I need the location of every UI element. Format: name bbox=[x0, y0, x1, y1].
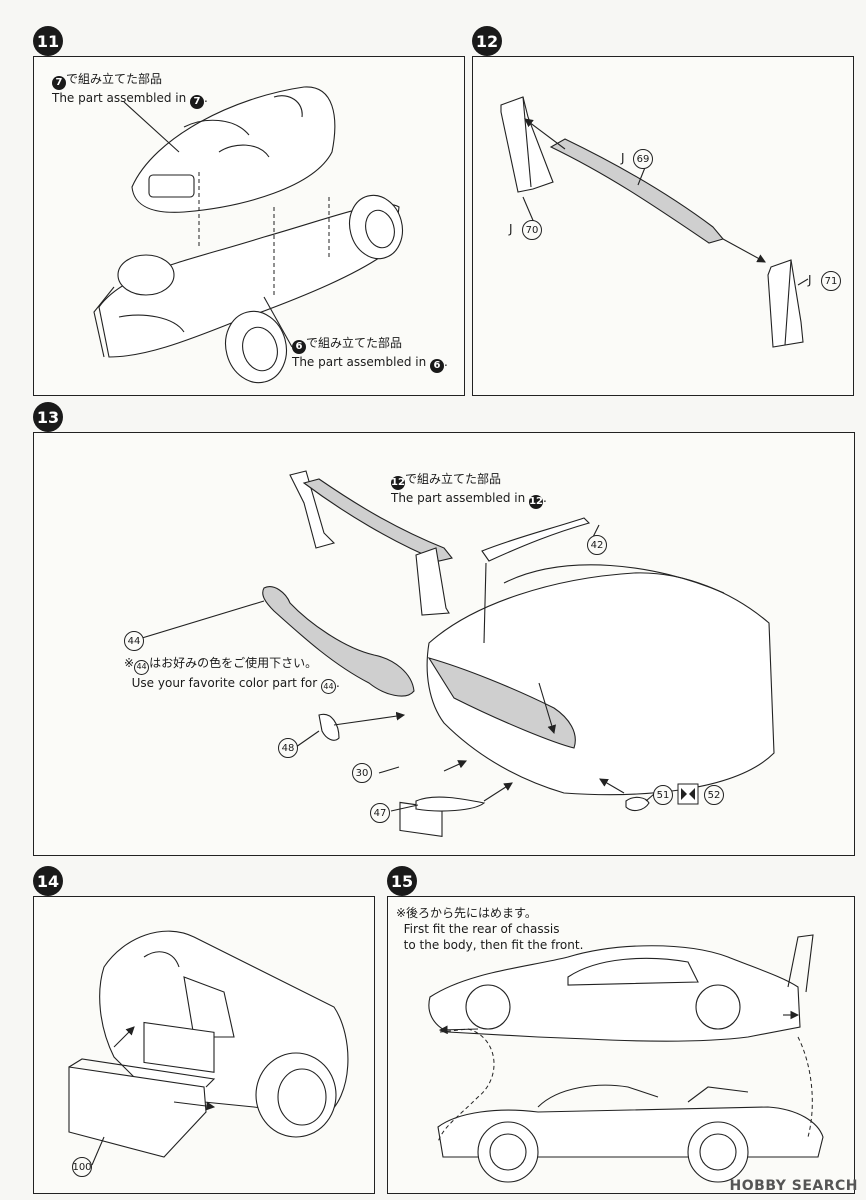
step-15-panel: ※後ろから先にはめます。 First fit the rear of chass… bbox=[387, 896, 855, 1194]
part-prefix: J bbox=[808, 273, 812, 287]
part-prefix: J bbox=[509, 222, 513, 236]
step-14-badge: 14 bbox=[33, 866, 63, 896]
step-13-badge: 13 bbox=[33, 402, 63, 432]
mirror-pair-icon bbox=[677, 783, 699, 805]
watermark: HOBBY SEARCH bbox=[729, 1178, 858, 1194]
step-ref-badge: 12 bbox=[529, 495, 544, 509]
step-14-diagram bbox=[68, 930, 349, 1166]
note-mark: ※ bbox=[124, 656, 135, 670]
part-100-number: 100 bbox=[72, 1157, 92, 1177]
step-15-diagram bbox=[428, 934, 824, 1183]
part-70-number: 70 bbox=[522, 220, 542, 240]
note-jp: ※後ろから先にはめます。 bbox=[396, 906, 537, 920]
note-jp: はお好みの色をご使用下さい。 bbox=[149, 656, 318, 670]
step-12-panel: J 69 J 70 J 71 bbox=[472, 56, 854, 396]
part-71-number: 71 bbox=[821, 271, 841, 291]
note-jp: で組み立てた部品 bbox=[306, 336, 403, 350]
note-en-line-1: First fit the rear of chassis bbox=[403, 922, 560, 936]
step-11-badge: 11 bbox=[33, 26, 63, 56]
part-47-number: 47 bbox=[370, 803, 390, 823]
part-prefix: J bbox=[621, 151, 625, 165]
step-13-note-top: 12で組み立てた部品 The part assembled in 12. bbox=[391, 472, 547, 509]
part-69-number: 69 bbox=[633, 149, 653, 169]
part-30-number: 30 bbox=[352, 763, 372, 783]
part-44-number: 44 bbox=[124, 631, 144, 651]
part-51-number: 51 bbox=[653, 785, 673, 805]
note-en-line-2: to the body, then fit the front. bbox=[403, 938, 584, 952]
note-en: The part assembled in bbox=[292, 355, 427, 369]
step-ref-badge: 7 bbox=[190, 95, 205, 109]
step-ref-badge: 7 bbox=[52, 76, 66, 90]
note-en: The part assembled in bbox=[391, 491, 526, 505]
part-44-inline: 44 bbox=[320, 679, 336, 694]
step-13-panel: 12で組み立てた部品 The part assembled in 12. ※44… bbox=[33, 432, 855, 856]
part-J70-label: J bbox=[509, 222, 513, 236]
step-ref-badge: 6 bbox=[292, 340, 306, 354]
step-14-panel: 100 bbox=[33, 896, 375, 1194]
step-15-note: ※後ろから先にはめます。 First fit the rear of chass… bbox=[396, 905, 583, 953]
part-52-number: 52 bbox=[704, 785, 724, 805]
note-jp: で組み立てた部品 bbox=[405, 472, 502, 486]
part-J69-label: J bbox=[621, 151, 625, 165]
step-12-diagram bbox=[500, 96, 809, 348]
part-48-number: 48 bbox=[278, 738, 298, 758]
part-J71-label: J bbox=[808, 273, 812, 287]
step-15-badge: 15 bbox=[387, 866, 417, 896]
step-13-diagram bbox=[141, 470, 775, 837]
step-11-diagram bbox=[93, 86, 403, 384]
step-ref-badge: 12 bbox=[391, 476, 405, 490]
note-en: The part assembled in bbox=[52, 91, 187, 105]
part-44-inline: 44 bbox=[134, 659, 150, 675]
note-jp: で組み立てた部品 bbox=[66, 72, 163, 86]
step-12-badge: 12 bbox=[472, 26, 502, 56]
part-42-number: 42 bbox=[587, 535, 607, 555]
note-en: Use your favorite color part for bbox=[131, 675, 318, 690]
step-ref-badge: 6 bbox=[430, 359, 445, 373]
